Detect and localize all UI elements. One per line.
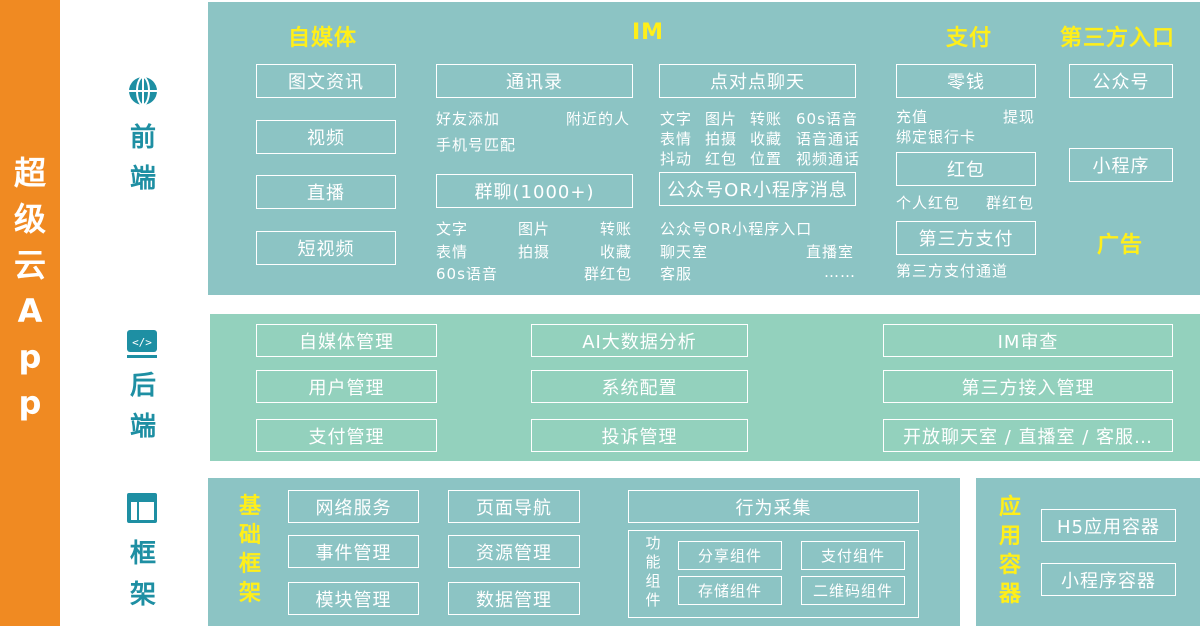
- code-icon: </>: [127, 330, 157, 358]
- backend-media-mgmt[interactable]: 自媒体管理: [256, 324, 437, 357]
- container-miniprogram[interactable]: 小程序容器: [1041, 563, 1176, 596]
- function-components-frame: [628, 530, 919, 618]
- p2p-item: 图片: [705, 110, 738, 128]
- contacts-item: 手机号匹配: [436, 136, 517, 154]
- payment-third-box[interactable]: 第三方支付: [896, 221, 1036, 255]
- group-item: 拍摄: [518, 243, 551, 261]
- contacts-item: 好友添加: [436, 110, 501, 128]
- backend-payment-mgmt[interactable]: 支付管理: [256, 419, 437, 452]
- backend-panel: [210, 314, 1200, 461]
- backend-third-access[interactable]: 第三方接入管理: [883, 370, 1173, 403]
- official-item: 客服: [660, 265, 693, 283]
- third-entry-official[interactable]: 公众号: [1069, 64, 1173, 98]
- redpacket-item: 群红包: [986, 194, 1035, 212]
- payment-heading: 支付: [946, 26, 993, 51]
- frontend-panel: [208, 2, 1200, 295]
- base-data-mgmt[interactable]: 数据管理: [448, 582, 580, 615]
- wallet-item: 提现: [1003, 108, 1036, 126]
- media-item-articles[interactable]: 图文资讯: [256, 64, 396, 98]
- group-item: 收藏: [600, 243, 633, 261]
- group-item: 文字: [436, 220, 469, 238]
- sidebar-framework-label: 框架: [129, 539, 156, 610]
- p2p-item: 位置: [750, 150, 783, 168]
- p2p-item: 视频通话: [796, 150, 861, 168]
- backend-im-review[interactable]: IM审查: [883, 324, 1173, 357]
- p2p-item: 表情: [660, 130, 693, 148]
- sidebar-frontend-label: 前端: [129, 123, 156, 194]
- base-page-nav[interactable]: 页面导航: [448, 490, 580, 523]
- group-item: 表情: [436, 243, 469, 261]
- group-item: 转账: [600, 220, 633, 238]
- official-item: ……: [824, 263, 856, 281]
- function-components-label: 功能组件: [645, 534, 661, 609]
- group-item: 图片: [518, 220, 551, 238]
- sidebar-backend-label: 后端: [129, 371, 156, 442]
- wallet-item: 充值: [896, 108, 929, 126]
- base-framework-panel: [208, 478, 960, 626]
- p2p-item: 语音通话: [796, 130, 861, 148]
- container-h5[interactable]: H5应用容器: [1041, 509, 1176, 542]
- p2p-item: 60s语音: [796, 110, 858, 128]
- media-item-live[interactable]: 直播: [256, 175, 396, 209]
- component-payment[interactable]: 支付组件: [801, 541, 905, 570]
- backend-complaint-mgmt[interactable]: 投诉管理: [531, 419, 748, 452]
- app-container-panel: [976, 478, 1200, 626]
- third-entry-heading: 第三方入口: [1060, 26, 1176, 51]
- component-qrcode[interactable]: 二维码组件: [801, 576, 905, 605]
- official-item: 聊天室: [660, 243, 709, 261]
- layout-icon: [127, 493, 157, 523]
- wallet-item: 绑定银行卡: [896, 128, 977, 146]
- p2p-item: 转账: [750, 110, 783, 128]
- media-item-short-video[interactable]: 短视频: [256, 231, 396, 265]
- p2p-item: 收藏: [750, 130, 783, 148]
- globe-icon: [129, 76, 157, 106]
- official-item: 公众号OR小程序入口: [660, 220, 813, 238]
- p2p-item: 抖动: [660, 150, 693, 168]
- im-contacts-box[interactable]: 通讯录: [436, 64, 633, 98]
- media-heading: 自媒体: [288, 26, 358, 51]
- brand-title: 超级云App: [14, 154, 47, 422]
- redpacket-item: 个人红包: [896, 194, 961, 212]
- official-item: 直播室: [806, 243, 855, 261]
- app-container-heading: 应用容器: [998, 495, 1021, 607]
- p2p-item: 拍摄: [705, 130, 738, 148]
- base-framework-heading: 基础框架: [238, 494, 261, 606]
- base-module-mgmt[interactable]: 模块管理: [288, 582, 419, 615]
- group-item: 60s语音: [436, 265, 498, 283]
- p2p-item: 红包: [705, 150, 738, 168]
- backend-ai-analysis[interactable]: AI大数据分析: [531, 324, 748, 357]
- im-group-box[interactable]: 群聊(1000+): [436, 174, 633, 208]
- base-resource-mgmt[interactable]: 资源管理: [448, 535, 580, 568]
- p2p-item: 文字: [660, 110, 693, 128]
- third-entry-miniprogram[interactable]: 小程序: [1069, 148, 1173, 182]
- im-heading: IM: [632, 20, 665, 45]
- brand-bar: 超级云App: [0, 0, 60, 626]
- im-p2p-box[interactable]: 点对点聊天: [659, 64, 856, 98]
- backend-open-chat[interactable]: 开放聊天室 / 直播室 / 客服…: [883, 419, 1173, 452]
- backend-user-mgmt[interactable]: 用户管理: [256, 370, 437, 403]
- backend-system-config[interactable]: 系统配置: [531, 370, 748, 403]
- payment-redpacket-box[interactable]: 红包: [896, 152, 1036, 186]
- im-official-box[interactable]: 公众号OR小程序消息: [659, 172, 856, 206]
- base-event-mgmt[interactable]: 事件管理: [288, 535, 419, 568]
- media-item-video[interactable]: 视频: [256, 120, 396, 154]
- component-share[interactable]: 分享组件: [678, 541, 782, 570]
- ads-label: 广告: [1097, 233, 1144, 258]
- payment-wallet-box[interactable]: 零钱: [896, 64, 1036, 98]
- base-network-service[interactable]: 网络服务: [288, 490, 419, 523]
- third-pay-item: 第三方支付通道: [896, 262, 1009, 280]
- component-storage[interactable]: 存储组件: [678, 576, 782, 605]
- base-behavior-collect[interactable]: 行为采集: [628, 490, 919, 523]
- group-item: 群红包: [584, 265, 633, 283]
- contacts-item: 附近的人: [566, 110, 631, 128]
- svg-text:</>: </>: [132, 336, 152, 349]
